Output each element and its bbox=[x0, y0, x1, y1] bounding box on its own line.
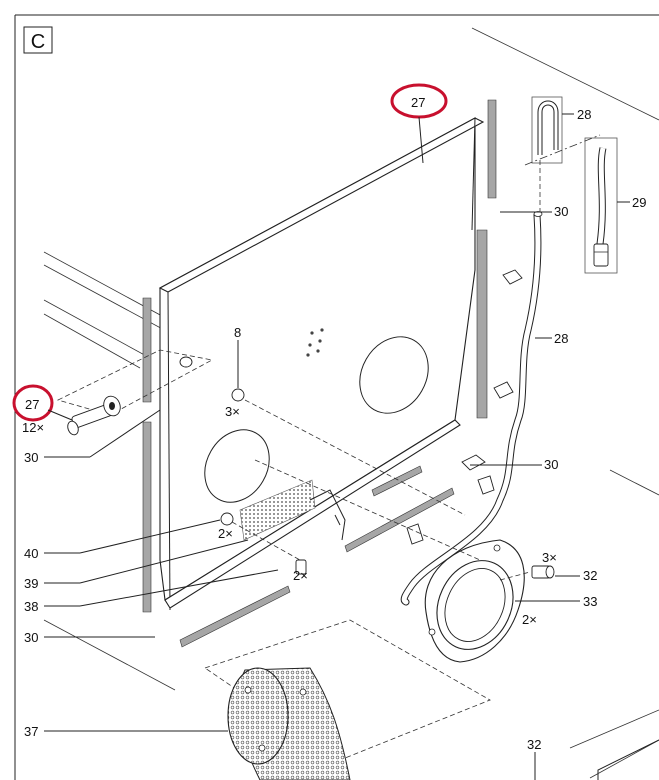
screw-27-kit bbox=[56, 349, 214, 436]
flange-33 bbox=[424, 539, 525, 663]
callout-37: 37 bbox=[24, 724, 38, 739]
callout-28-top: 28 bbox=[577, 107, 591, 122]
callout-30-top: 30 bbox=[554, 204, 568, 219]
section-box bbox=[23, 26, 53, 54]
callout-28-mid: 28 bbox=[554, 331, 568, 346]
callout-labels: 27 28 29 30 28 27 12× 30 8 3× 30 40 2× 3… bbox=[22, 95, 646, 752]
callout-39: 39 bbox=[24, 576, 38, 591]
section-letter: C bbox=[31, 31, 45, 53]
hose-28-kit bbox=[531, 96, 563, 164]
callout-3x-a: 3× bbox=[225, 404, 240, 419]
leader-lines bbox=[44, 113, 630, 780]
highlight-27-left bbox=[12, 384, 54, 422]
callout-12x: 12× bbox=[22, 420, 44, 435]
callout-33: 33 bbox=[583, 594, 597, 609]
callout-8: 8 bbox=[234, 325, 241, 340]
callout-3x-b: 3× bbox=[542, 550, 557, 565]
callout-2x-b: 2× bbox=[293, 568, 308, 583]
callout-32: 32 bbox=[583, 568, 597, 583]
callout-27-left: 27 bbox=[25, 397, 39, 412]
nuts bbox=[220, 388, 307, 575]
callout-2x-c: 2× bbox=[522, 612, 537, 627]
hose-28 bbox=[400, 211, 543, 606]
hose-29-kit bbox=[584, 137, 618, 274]
callout-27-top: 27 bbox=[411, 95, 425, 110]
assembly-lines bbox=[231, 134, 601, 581]
callout-29: 29 bbox=[632, 195, 646, 210]
mesh-cylinder-37 bbox=[204, 619, 491, 780]
screw-32 bbox=[531, 565, 555, 579]
callout-32-bottom: 32 bbox=[527, 737, 541, 752]
section-frame: C bbox=[14, 14, 659, 780]
callout-30-left: 30 bbox=[24, 450, 38, 465]
callout-2x-a: 2× bbox=[218, 526, 233, 541]
context-lines bbox=[43, 27, 659, 780]
back-panel bbox=[158, 117, 485, 611]
callout-40: 40 bbox=[24, 546, 38, 561]
callout-30-bottom: 30 bbox=[24, 630, 38, 645]
callout-38: 38 bbox=[24, 599, 38, 614]
callout-30-mid: 30 bbox=[544, 457, 558, 472]
gasket-strips bbox=[142, 99, 497, 648]
